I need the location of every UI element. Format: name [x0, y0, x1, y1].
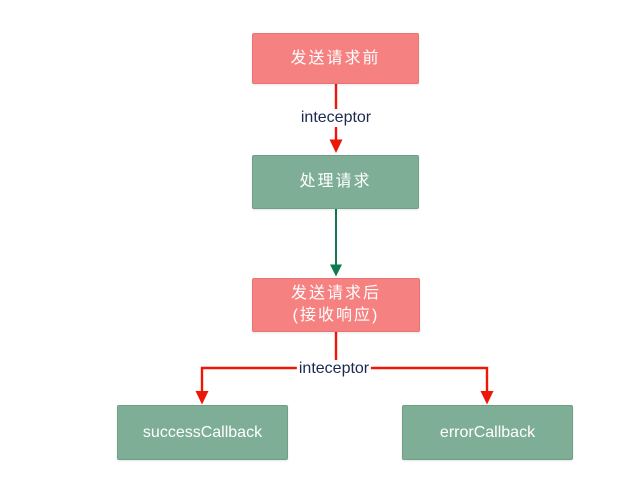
node-send-after-label-line1: 发送请求后: [290, 285, 381, 302]
node-process-request: 处理请求: [252, 155, 419, 209]
arrowhead-before-to-process-icon: [329, 139, 343, 153]
arrowhead-process-to-after-icon: [330, 264, 342, 277]
node-send-after-label-line2: (接收响应): [292, 307, 380, 324]
node-success-callback: successCallback: [117, 405, 288, 460]
edge-label-interceptor-bottom: inteceptor: [296, 360, 372, 378]
edge-label-interceptor-top: inteceptor: [298, 109, 374, 127]
node-process-request-label: 处理请求: [299, 173, 372, 190]
node-send-before-label: 发送请求前: [290, 49, 381, 67]
node-send-after-request: 发送请求后 (接收响应): [252, 278, 420, 332]
node-error-callback-label: errorCallback: [439, 423, 536, 441]
arrowhead-error-icon: [480, 391, 494, 405]
node-success-callback-label: successCallback: [142, 423, 263, 441]
node-send-before-request: 发送请求前: [252, 33, 419, 84]
arrowhead-success-icon: [195, 391, 209, 405]
node-error-callback: errorCallback: [402, 405, 573, 460]
